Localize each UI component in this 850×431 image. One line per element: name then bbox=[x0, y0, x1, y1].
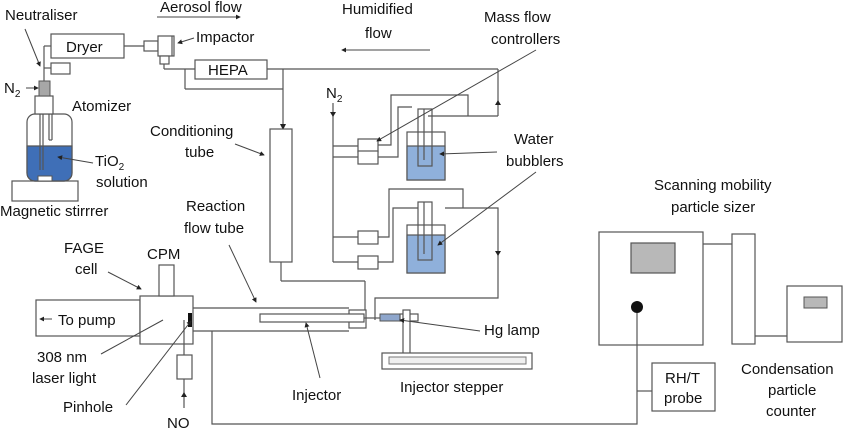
mass-flow-controller bbox=[357, 255, 379, 270]
neutraliser bbox=[43, 45, 71, 81]
smps bbox=[598, 231, 756, 385]
label-rht-1: RH/T bbox=[665, 370, 700, 387]
label-conditioning-2: tube bbox=[185, 144, 214, 161]
label-injector-stepper: Injector stepper bbox=[400, 379, 503, 396]
tio2-solution bbox=[26, 145, 73, 182]
injector bbox=[259, 313, 380, 323]
label-reaction-2: flow tube bbox=[184, 220, 244, 237]
fage-cell bbox=[35, 264, 194, 345]
label-pinhole: Pinhole bbox=[63, 399, 113, 416]
label-magnetic-stirrer: Magnetic stirrrer bbox=[0, 203, 108, 220]
label-smps-1: Scanning mobility bbox=[654, 177, 772, 194]
label-to-pump: To pump bbox=[58, 312, 116, 329]
mass-flow-controller bbox=[357, 150, 379, 165]
label-smps-2: particle sizer bbox=[671, 199, 755, 216]
magnetic-stirrer bbox=[11, 180, 79, 202]
label-laser-1: 308 nm bbox=[37, 349, 87, 366]
water-bubbler-1 bbox=[333, 94, 469, 181]
label-injector: Injector bbox=[292, 387, 341, 404]
label-no: NO bbox=[167, 415, 190, 431]
label-hg-lamp: Hg lamp bbox=[484, 322, 540, 339]
label-fage-1: FAGE bbox=[64, 240, 104, 257]
label-hepa: HEPA bbox=[208, 62, 248, 79]
label-reaction-1: Reaction bbox=[186, 198, 245, 215]
label-humidified-flow-2: flow bbox=[365, 25, 392, 42]
label-humidified-flow-1: Humidified bbox=[342, 1, 413, 18]
conditioning-tube bbox=[269, 128, 293, 263]
atomizer bbox=[26, 80, 73, 182]
label-mass-flow-2: controllers bbox=[491, 31, 560, 48]
cpm-detector bbox=[158, 264, 175, 297]
rh-t-probe bbox=[637, 362, 716, 412]
label-mass-flow-1: Mass flow bbox=[484, 9, 551, 26]
label-fage-2: cell bbox=[75, 261, 98, 278]
label-conditioning-1: Conditioning bbox=[150, 123, 233, 140]
cpc bbox=[755, 285, 843, 343]
label-n2-atomizer: N2 bbox=[4, 80, 21, 100]
hg-lamp bbox=[379, 313, 419, 322]
water-bubbler-2 bbox=[333, 188, 464, 274]
label-cpm: CPM bbox=[147, 246, 180, 263]
label-atomizer: Atomizer bbox=[72, 98, 131, 115]
label-water-1: Water bbox=[514, 131, 553, 148]
label-laser-2: laser light bbox=[32, 370, 97, 387]
mass-flow-controller bbox=[357, 230, 379, 245]
label-tio2: TiO2 bbox=[95, 153, 125, 173]
label-solution: solution bbox=[96, 174, 148, 191]
label-cpc-2: particle bbox=[768, 382, 816, 399]
label-neutraliser: Neutraliser bbox=[5, 7, 78, 24]
label-rht-2: probe bbox=[664, 390, 702, 407]
label-aerosol-flow: Aerosol flow bbox=[160, 0, 242, 16]
dryer bbox=[50, 33, 125, 59]
mass-flow-controller bbox=[357, 138, 379, 153]
label-impactor: Impactor bbox=[196, 29, 254, 46]
label-cpc-1: Condensation bbox=[741, 361, 834, 378]
label-n2-mfc: N2 bbox=[326, 85, 343, 105]
injector-stepper bbox=[381, 309, 533, 370]
label-cpc-3: counter bbox=[766, 403, 816, 420]
label-water-2: bubblers bbox=[506, 153, 564, 170]
label-dryer: Dryer bbox=[66, 39, 103, 56]
impactor bbox=[143, 35, 175, 65]
